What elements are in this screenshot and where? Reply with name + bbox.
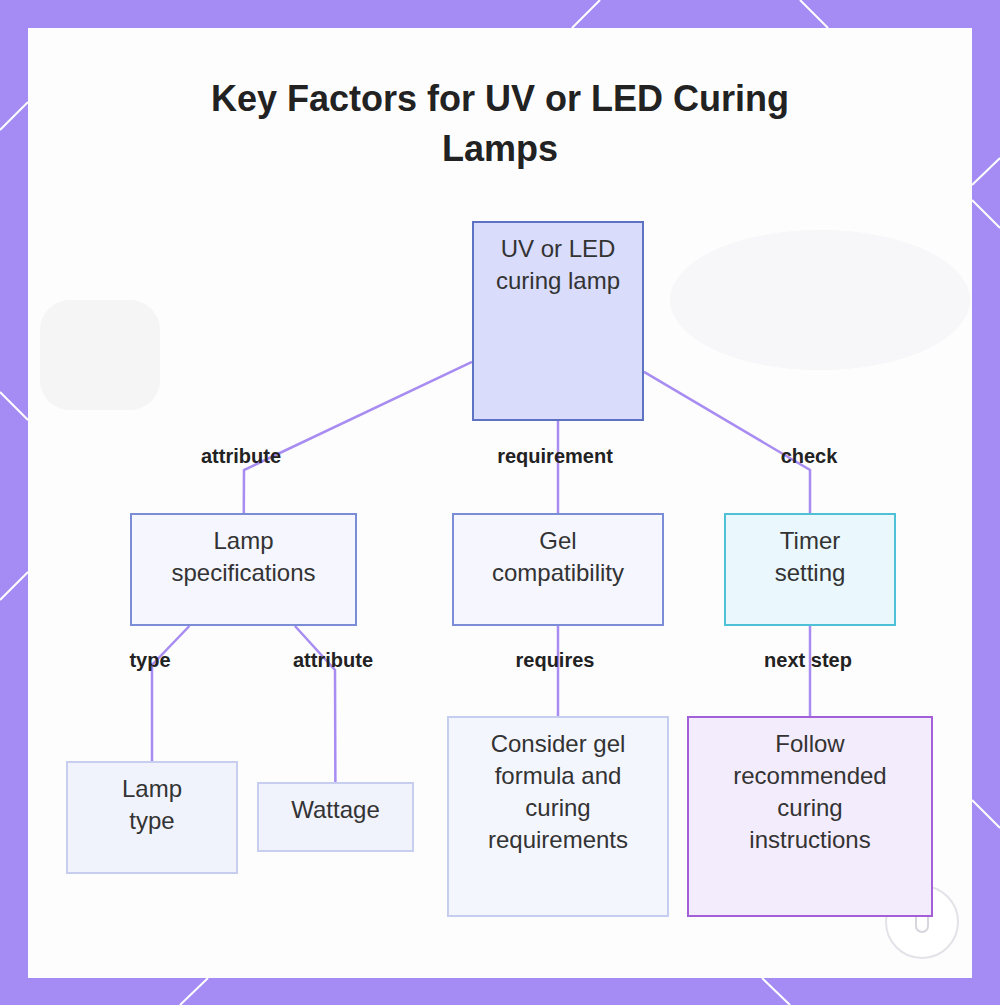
edge-label: attribute	[201, 445, 281, 468]
decor-line	[0, 102, 28, 130]
decor-line	[0, 392, 28, 420]
decor-line	[572, 0, 600, 28]
edge-label: check	[781, 445, 838, 468]
leaf-box: Follow recommended curing instructions	[687, 716, 933, 917]
category-box: Timer setting	[724, 513, 896, 626]
leaf-box: Consider gel formula and curing requirem…	[447, 716, 669, 917]
decor-line	[762, 978, 790, 1005]
white-panel	[28, 28, 972, 978]
node-label: Wattage	[291, 794, 380, 826]
connector-line	[557, 421, 560, 513]
connector-line	[809, 626, 812, 716]
node-label: Lamp type	[103, 773, 201, 837]
connector-line	[557, 626, 560, 716]
node-label: Gel compatibility	[474, 525, 642, 589]
edge-label: next step	[764, 649, 852, 672]
category-box: Gel compatibility	[452, 513, 664, 626]
backdrop-shape	[670, 230, 970, 370]
connector-line	[644, 372, 810, 513]
category-box: Lamp specifications	[130, 513, 357, 626]
connector-line	[152, 626, 189, 761]
node-label: Lamp specifications	[146, 525, 341, 589]
root-box: UV or LED curing lamp	[472, 221, 644, 421]
decor-line	[972, 200, 1000, 228]
edge-label: type	[129, 649, 170, 672]
decor-line	[972, 800, 1000, 828]
edge-label: requires	[516, 649, 595, 672]
connector-line	[244, 362, 472, 513]
node-label: UV or LED curing lamp	[494, 233, 622, 297]
decor-line	[972, 158, 1000, 185]
leaf-box: Wattage	[257, 782, 414, 852]
edge-label: attribute	[293, 649, 373, 672]
leaf-box: Lamp type	[66, 761, 238, 874]
node-label: Timer setting	[746, 525, 874, 589]
node-label: Follow recommended curing instructions	[729, 728, 891, 856]
decor-line	[180, 978, 208, 1005]
decor-line	[0, 572, 28, 600]
decor-line	[800, 0, 828, 28]
edge-label: requirement	[497, 445, 613, 468]
node-label: Consider gel formula and curing requirem…	[470, 728, 646, 856]
diagram-title: Key Factors for UV or LED Curing Lamps	[170, 74, 830, 174]
backdrop-shape	[40, 300, 160, 410]
